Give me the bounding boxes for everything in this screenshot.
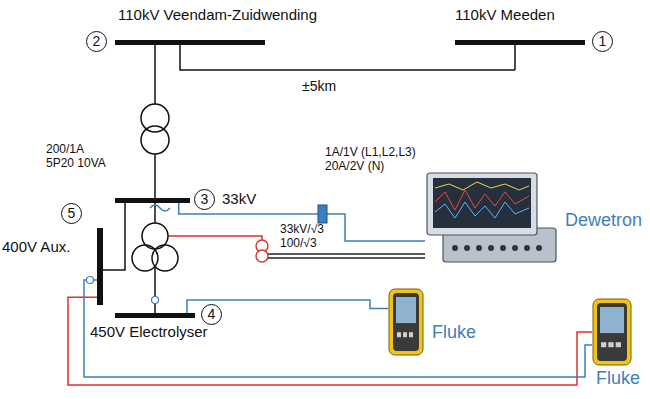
- connector-port: [464, 245, 470, 251]
- meter-face: [393, 293, 419, 351]
- rating-label: 33kV/√3 100/√3: [280, 222, 338, 250]
- connector-port: [452, 245, 458, 251]
- transformer-winding: [132, 245, 158, 271]
- wire-connector: [180, 45, 515, 70]
- bus-name: 110kV Veendam-Zuidwending: [118, 6, 317, 24]
- dewetron-device: Dewetron: [425, 172, 558, 264]
- transformer-winding: [141, 104, 169, 132]
- connector-port: [536, 245, 542, 251]
- rating-label: 200/1A 5P20 10VA: [46, 142, 112, 170]
- bus-name: 450V Electrolyser: [90, 323, 208, 341]
- transformer-fill: [152, 245, 178, 271]
- measurement-wire: [84, 280, 592, 377]
- rogowski-integrator: [318, 205, 327, 223]
- rating-label: 1A/1V (L1,L2,L3) 20A/2V (N): [325, 145, 425, 173]
- callout-number: 5: [61, 203, 82, 224]
- transformer-fill: [141, 126, 169, 154]
- signal-wire: [268, 257, 425, 259]
- connector-port: [476, 245, 482, 251]
- meter-body: [593, 299, 631, 365]
- line-length-label: ±5km: [300, 78, 338, 94]
- voltage-wire: [168, 236, 262, 240]
- device-name: Fluke: [596, 368, 640, 390]
- busbar: 110kV Veendam-Zuidwending2: [115, 40, 265, 45]
- meter-button: [608, 342, 613, 347]
- transformer-winding: [141, 126, 169, 154]
- dewetron-illustration: [425, 172, 558, 264]
- connector-port: [488, 245, 494, 251]
- busbar: 450V Electrolyser4: [115, 313, 195, 318]
- busbar: 400V Aux.5: [97, 228, 103, 305]
- busbar: 110kV Meeden1: [455, 40, 585, 45]
- bus-name: 110kV Meeden: [455, 6, 555, 24]
- current-clamp: [87, 277, 94, 284]
- screen-trace: [435, 202, 529, 218]
- signal-wire: [268, 253, 425, 255]
- callout-number: 3: [194, 189, 215, 210]
- meter-screen: [396, 297, 416, 323]
- connector-port: [512, 245, 518, 251]
- meter-face: [597, 303, 627, 361]
- meter-button: [601, 342, 606, 347]
- screen-trace: [435, 190, 529, 210]
- connector-port: [500, 245, 506, 251]
- meter-button: [409, 332, 413, 337]
- transformer-winding: [152, 245, 178, 271]
- callout-number: 1: [592, 31, 613, 52]
- callout-number: 4: [201, 304, 222, 325]
- meter-body: [389, 289, 423, 355]
- meter-button: [397, 332, 401, 337]
- wire-connector: [103, 203, 125, 270]
- meter-button: [616, 342, 621, 347]
- pt-winding: [256, 250, 268, 262]
- fluke-illustration: [592, 298, 632, 366]
- device-name: Fluke: [432, 322, 476, 344]
- screen-trace: [435, 182, 529, 190]
- fluke-device: Fluke: [592, 298, 632, 366]
- fluke-illustration: [388, 288, 424, 356]
- device-screen: [433, 178, 531, 228]
- current-transformer: [150, 205, 170, 211]
- meter-button: [403, 332, 407, 337]
- current-clamp: [152, 297, 159, 304]
- fluke-device: Fluke: [388, 288, 424, 356]
- callout-number: 2: [86, 31, 107, 52]
- meter-screen: [600, 307, 624, 333]
- bus-name: 33kV: [222, 190, 256, 208]
- device-name: Dewetron: [565, 210, 642, 232]
- bus-name: 400V Aux.: [2, 238, 70, 256]
- connector-port: [524, 245, 530, 251]
- wire-connector: [68, 297, 592, 385]
- device-screen-frame: [427, 173, 537, 235]
- busbar: 33kV3: [115, 198, 190, 203]
